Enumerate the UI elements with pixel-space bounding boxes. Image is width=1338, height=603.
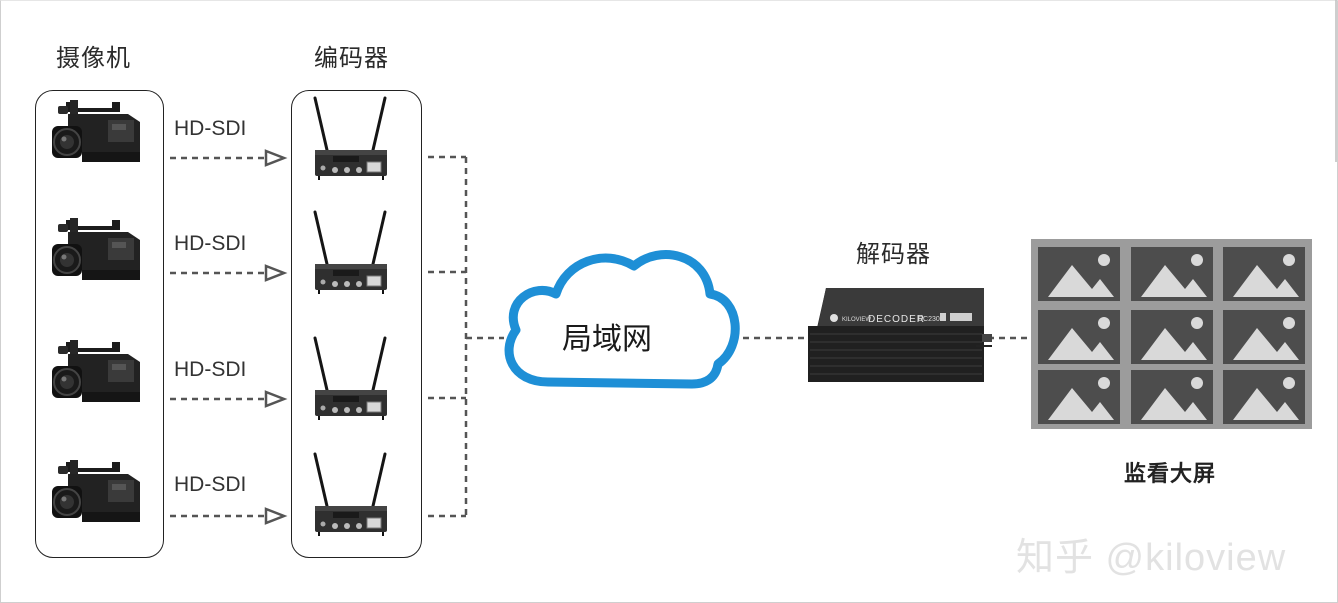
network-label: 局域网 [562, 322, 652, 357]
hd-sdi-label-3: HD-SDI [174, 358, 247, 381]
arrowhead-icon [264, 390, 288, 408]
video-wall [1031, 239, 1312, 429]
encoder-device-icon [313, 452, 389, 538]
image-placeholder-icon [1223, 247, 1305, 301]
image-placeholder-icon [1131, 247, 1213, 301]
decoder-title: 解码器 [856, 240, 931, 268]
image-placeholder-icon [1131, 370, 1213, 424]
video-camera-icon [51, 459, 141, 523]
image-placeholder-icon [1038, 247, 1120, 301]
image-placeholder-icon [1223, 370, 1305, 424]
display-label: 监看大屏 [1124, 462, 1217, 487]
encoder-device-icon [313, 336, 389, 422]
image-placeholder-icon [1131, 310, 1213, 364]
arrowhead-icon [264, 507, 288, 525]
arrowhead-icon [264, 149, 288, 167]
watermark: 知乎 @kiloview [1016, 537, 1287, 579]
decoder-box-icon [808, 288, 992, 382]
encoder-device-icon [313, 96, 389, 182]
decoder-model-text: DECODER [868, 314, 925, 325]
video-camera-icon [51, 217, 141, 281]
decoder-code-text: DC230 [918, 316, 940, 323]
video-camera-icon [51, 339, 141, 403]
decoder-brand-text: KILOVIEW [842, 317, 871, 323]
arrowhead-icon [264, 264, 288, 282]
image-placeholder-icon [1038, 370, 1120, 424]
hd-sdi-label-1: HD-SDI [174, 117, 247, 140]
encoder-device-icon [313, 210, 389, 296]
network-cloud-icon [504, 250, 740, 389]
camera-column-title: 摄像机 [56, 44, 131, 72]
hd-sdi-label-2: HD-SDI [174, 232, 247, 255]
camera-group [35, 90, 164, 558]
image-placeholder-icon [1038, 310, 1120, 364]
encoder-column-title: 编码器 [314, 44, 389, 72]
video-camera-icon [51, 99, 141, 163]
image-placeholder-icon [1223, 310, 1305, 364]
encoder-group [291, 90, 422, 558]
hd-sdi-label-4: HD-SDI [174, 473, 247, 496]
